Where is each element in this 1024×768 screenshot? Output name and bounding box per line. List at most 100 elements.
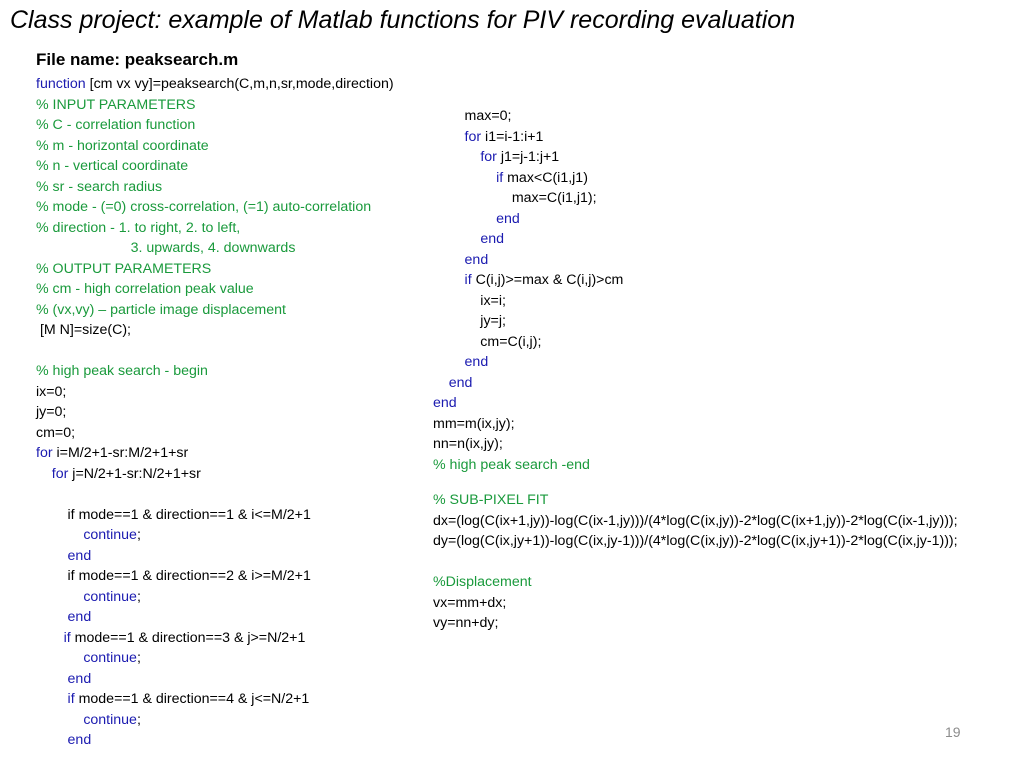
code-line: end [36, 730, 394, 751]
code-text: jy=j; [433, 313, 506, 329]
code-line: end [433, 393, 623, 414]
code-line: % INPUT PARAMETERS [36, 95, 394, 116]
code-text: ; [136, 588, 141, 605]
code-text: jy=0; [36, 404, 67, 420]
code-line: dx=(log(C(ix+1,jy))-log(C(ix-1,jy)))/(4*… [433, 511, 958, 532]
code-text [36, 630, 64, 646]
code-line: max=C(i1,j1); [433, 188, 623, 209]
code-text: mm=m(ix,jy); [433, 415, 515, 432]
code-line: cm=C(i,j); [433, 332, 623, 353]
code-keyword: for [464, 128, 482, 145]
code-text [36, 650, 83, 666]
code-comment: % direction - 1. to right, 2. to left, [36, 219, 241, 236]
code-line: % mode - (=0) cross-correlation, (=1) au… [36, 197, 394, 218]
code-text: ; [136, 711, 141, 728]
code-line: % direction - 1. to right, 2. to left, [36, 218, 394, 239]
code-line: end [433, 229, 623, 250]
code-comment: %Displacement [433, 574, 532, 590]
code-keyword: end [433, 395, 457, 411]
code-line: end [36, 669, 394, 690]
code-keyword: continue [83, 650, 137, 666]
code-keyword: if [67, 691, 75, 707]
code-line: ix=0; [36, 382, 394, 403]
code-text [433, 252, 465, 268]
code-text: dx=(log(C(ix+1,jy))-log(C(ix-1,jy)))/(4*… [433, 512, 958, 529]
code-text [433, 272, 465, 288]
code-text: C(i,j)>=max & C(i,j)>cm [471, 272, 624, 288]
code-comment: % C - correlation function [36, 117, 196, 133]
code-line: % OUTPUT PARAMETERS [36, 259, 394, 280]
code-comment: % high peak search - begin [36, 363, 208, 379]
code-line: end [36, 607, 394, 628]
code-line: continue; [36, 710, 394, 731]
code-line: dy=(log(C(ix,jy+1))-log(C(ix,jy-1)))/(4*… [433, 531, 958, 552]
code-comment: % OUTPUT PARAMETERS [36, 260, 212, 277]
code-line: % m - horizontal coordinate [36, 136, 394, 157]
code-line: if mode==1 & direction==3 & j>=N/2+1 [36, 628, 394, 649]
code-line: 3. upwards, 4. downwards [36, 238, 394, 259]
code-line: % cm - high correlation peak value [36, 279, 394, 300]
code-text: [M N]=size(C); [36, 322, 131, 338]
code-text: vx=mm+dx; [433, 594, 507, 611]
code-line: end [433, 352, 623, 373]
code-text [433, 129, 465, 145]
code-text [36, 712, 83, 728]
code-keyword: if [496, 169, 504, 186]
code-comment: % INPUT PARAMETERS [36, 96, 196, 113]
code-text [433, 231, 480, 247]
code-line: jy=j; [433, 311, 623, 332]
code-text [36, 671, 68, 687]
code-keyword: continue [83, 527, 137, 543]
code-line: jy=0; [36, 402, 394, 423]
code-keyword: for [480, 149, 497, 165]
code-line [36, 484, 394, 505]
code-line: end [433, 373, 623, 394]
code-text: j=N/2+1-sr:N/2+1+sr [68, 465, 201, 482]
code-line: % high peak search -end [433, 455, 623, 476]
code-text [433, 354, 465, 370]
code-text [433, 211, 496, 227]
code-line: mm=m(ix,jy); [433, 414, 623, 435]
code-line: end [433, 250, 623, 271]
code-comment: % m - horizontal coordinate [36, 137, 209, 154]
code-block-right-top: max=0; for i1=i-1:i+1 for j1=j-1:j+1 if … [433, 106, 623, 475]
code-line: max=0; [433, 106, 623, 127]
code-keyword: end [67, 670, 92, 687]
code-text [36, 609, 68, 625]
code-keyword: function [36, 76, 86, 92]
code-keyword: if [464, 272, 472, 288]
code-text: ix=0; [36, 383, 67, 400]
code-comment: % SUB-PIXEL FIT [433, 492, 549, 508]
code-keyword: end [496, 210, 520, 227]
slide-title: Class project: example of Matlab functio… [10, 6, 796, 34]
code-text: cm=0; [36, 424, 76, 441]
code-line: continue; [36, 648, 394, 669]
code-text [36, 466, 52, 482]
code-text: nn=n(ix,jy); [433, 436, 503, 452]
code-text [36, 732, 68, 748]
code-text [433, 170, 496, 186]
code-comment: % mode - (=0) cross-correlation, (=1) au… [36, 199, 372, 215]
code-comment: % cm - high correlation peak value [36, 281, 254, 297]
code-text [36, 691, 68, 707]
code-block-right-bottom: % SUB-PIXEL FIT dx=(log(C(ix+1,jy))-log(C… [433, 490, 958, 634]
code-text: ix=i; [433, 292, 506, 309]
code-text [36, 548, 68, 564]
code-line: % C - correlation function [36, 115, 394, 136]
code-line: %Displacement [433, 572, 958, 593]
code-block-left: function [cm vx vy]=peaksearch(C,m,n,sr,… [36, 74, 394, 751]
code-text: mode==1 & direction==4 & j<=N/2+1 [74, 691, 310, 707]
code-keyword: for [36, 445, 53, 461]
code-line: continue; [36, 587, 394, 608]
code-text: max<C(i1,j1) [503, 169, 588, 186]
code-line: if C(i,j)>=max & C(i,j)>cm [433, 270, 624, 291]
code-keyword: end [67, 547, 92, 564]
code-line: for i=M/2+1-sr:M/2+1+sr [36, 443, 394, 464]
code-keyword: for [51, 465, 69, 482]
code-text: cm=C(i,j); [433, 333, 542, 350]
code-keyword: end [464, 354, 489, 370]
code-text: max=0; [433, 108, 512, 124]
code-text: mode==1 & direction==3 & j>=N/2+1 [70, 629, 306, 646]
code-text [433, 375, 449, 391]
code-line: function [cm vx vy]=peaksearch(C,m,n,sr,… [36, 74, 394, 95]
